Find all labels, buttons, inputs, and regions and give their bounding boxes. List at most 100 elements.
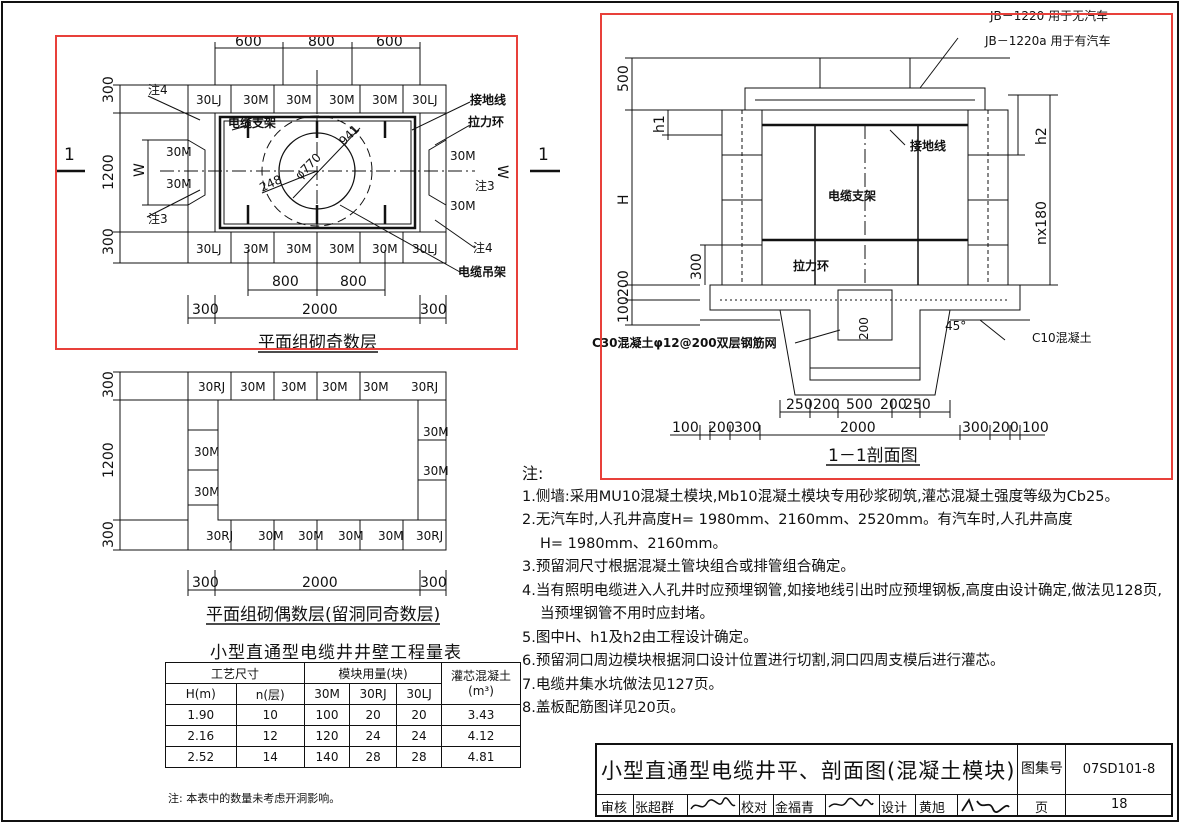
- cell-30lj: 28: [396, 746, 442, 768]
- section-title: 1－1剖面图: [828, 446, 918, 466]
- section-bdim2-1: 100: [672, 420, 699, 436]
- plan-odd-bottom-dim-3: 300: [420, 302, 447, 318]
- cell-n: 10: [235, 704, 306, 726]
- header-concrete-unit: (m³): [468, 683, 494, 698]
- cell-30m: 100: [303, 704, 351, 726]
- note-item-2-cont: H= 1980mm、2160mm。: [540, 535, 727, 552]
- designer-signature: [961, 797, 1010, 813]
- plan-even-bottom-dim-2: 2000: [302, 575, 338, 591]
- section-bdim1-3: 500: [846, 397, 873, 413]
- section-dim-h2: h2: [1034, 127, 1050, 145]
- section-bdim1-4: 200: [880, 397, 907, 413]
- cell-30rj: 28: [349, 746, 398, 768]
- plan-odd-bottom-block-1: 30LJ: [196, 242, 222, 256]
- section-c10-label: C10混凝土: [1032, 330, 1092, 345]
- plan-odd-bottom-block-3: 30M: [286, 242, 312, 256]
- plan-odd-bottom-block-4: 30M: [329, 242, 355, 256]
- plan-odd-note4-bottom: 注4: [473, 240, 493, 255]
- plan-odd-top-dim-2: 800: [308, 34, 335, 50]
- plan-odd-bottom-block-5: 30M: [372, 242, 398, 256]
- plan-odd-w-right: W: [494, 165, 510, 179]
- table-row: 2.16 12 120 24 24 4.12: [165, 725, 521, 747]
- plan-odd-bottom-dim-2: 2000: [302, 302, 338, 318]
- checker-name: 金福青: [775, 801, 815, 816]
- note-item-4-cont: 当预埋钢管不用时应封堵。: [540, 606, 714, 622]
- header-process: 工艺尺寸: [165, 662, 305, 684]
- section-mark-right: 1: [538, 145, 549, 165]
- highlight-box-plan: [55, 35, 518, 350]
- section-bdim2-2: 200: [708, 420, 735, 436]
- plan-even-top-block-4: 30M: [322, 380, 348, 394]
- section-angle: 45°: [945, 319, 966, 333]
- plan-odd-top-block-5: 30M: [372, 93, 398, 107]
- plan-odd-texts: 600 800 600 30LJ 30M 30M 30M 30M 30LJ 30…: [64, 34, 549, 353]
- plan-odd-pull-ring-label: 拉力环: [468, 114, 504, 129]
- col-n: n(层): [235, 683, 306, 705]
- table-header-row: 工艺尺寸 模块用量(块) 灌芯混凝土 (m³): [165, 662, 521, 705]
- note-item-5: 5.图中H、h1及h2由工程设计确定。: [522, 629, 758, 646]
- col-h: H(m): [165, 683, 237, 705]
- section-ground-label: 接地线: [910, 138, 946, 153]
- plan-odd-top-block-4: 30M: [329, 93, 355, 107]
- plan-odd-side-block-3: 30M: [450, 149, 476, 163]
- plan-odd-inner-dim-1: 800: [272, 274, 299, 290]
- cell-h: 2.16: [165, 725, 237, 747]
- section-dim-H: H: [616, 194, 632, 205]
- note-item-6: 6.预留洞口周边模块根据洞口设计位置进行切割,洞口四周支模后进行灌芯。: [522, 653, 1005, 669]
- plan-even-top-block-5: 30M: [363, 380, 389, 394]
- reviewer-name: 张超群: [635, 801, 675, 816]
- note-item-1: 1.侧墙:采用MU10混凝土模块,Mb10混凝土模块专用砂浆砌筑,灌芯混凝土强度…: [522, 488, 1119, 505]
- plan-even-bottom-block-4: 30M: [338, 529, 364, 543]
- cell-30rj: 20: [349, 704, 398, 726]
- plan-odd-top-block-6: 30LJ: [412, 93, 438, 107]
- plan-even-bottom-block-1: 30RJ: [206, 529, 233, 543]
- plan-odd-top-block-3: 30M: [286, 93, 312, 107]
- section-pull-ring-label: 拉力环: [793, 258, 829, 273]
- section-dim-500: 500: [616, 65, 632, 92]
- header-concrete-label: 灌芯混凝土: [450, 668, 511, 683]
- col-30rj: 30RJ: [349, 683, 398, 705]
- note-item-7: 7.电缆井集水坑做法见127页。: [522, 676, 724, 693]
- design-label: 设计: [881, 801, 908, 816]
- quantity-table-note: 注: 本表中的数量未考虑开洞影响。: [168, 792, 341, 805]
- page-label: 页: [1035, 801, 1049, 816]
- cell-30lj: 20: [396, 704, 442, 726]
- section-bdim2-3: 300: [734, 420, 761, 436]
- plan-even-side-block-4: 30M: [423, 464, 449, 478]
- section-bdim1-5: 250: [904, 397, 931, 413]
- table-row: 1.90 10 100 20 20 3.43: [165, 704, 521, 726]
- plan-odd-cable-hanger-label: 电缆吊架: [458, 264, 506, 279]
- section-dim-300: 300: [689, 253, 705, 280]
- plan-even-bottom-block-5: 30M: [378, 529, 404, 543]
- plan-even-bottom-dim-1: 300: [192, 575, 219, 591]
- plan-odd-side-block-4: 30M: [450, 199, 476, 213]
- notes-block: 注: 1.侧墙:采用MU10混凝土模块,Mb10混凝土模块专用砂浆砌筑,灌芯混凝…: [522, 462, 1172, 721]
- plan-odd-bottom-block-2: 30M: [243, 242, 269, 256]
- section-dim-nx180: nx180: [1034, 201, 1050, 245]
- section-dim-200: 200: [616, 270, 632, 297]
- section-bdim1-2: 200: [813, 397, 840, 413]
- plan-odd-note3-right: 注3: [475, 178, 495, 193]
- notes-title: 注:: [522, 464, 544, 483]
- review-label: 审核: [601, 801, 628, 816]
- plan-even-top-block-1: 30RJ: [198, 380, 225, 394]
- note-item-2: 2.无汽车时,人孔井高度H= 1980mm、2160mm、2520mm。有汽车时…: [522, 512, 1073, 528]
- cell-concrete: 4.81: [441, 746, 521, 768]
- section-c30-label: C30混凝土φ12@200双层钢筋网: [592, 335, 777, 350]
- plan-even-top-block-6: 30RJ: [411, 380, 438, 394]
- plan-even-bottom-dim-3: 300: [420, 575, 447, 591]
- plan-even-left-dim-3: 300: [101, 521, 117, 548]
- cell-h: 1.90: [165, 704, 237, 726]
- plan-even-side-block-1: 30M: [194, 445, 220, 459]
- plan-odd-top-block-1: 30LJ: [196, 93, 222, 107]
- plan-even-top-block-2: 30M: [240, 380, 266, 394]
- cell-h: 2.52: [165, 746, 237, 768]
- table-subheader-row: H(m) n(层) 30M 30RJ 30LJ: [165, 683, 521, 705]
- plan-even-left-dim-1: 300: [101, 371, 117, 398]
- highlight-box-section: [600, 13, 1173, 480]
- plan-odd-bottom-block-6: 30LJ: [412, 242, 438, 256]
- drawing-title: 小型直通型电缆井平、剖面图(混凝土模块): [601, 759, 1016, 783]
- plan-odd-r248: 248: [257, 172, 284, 194]
